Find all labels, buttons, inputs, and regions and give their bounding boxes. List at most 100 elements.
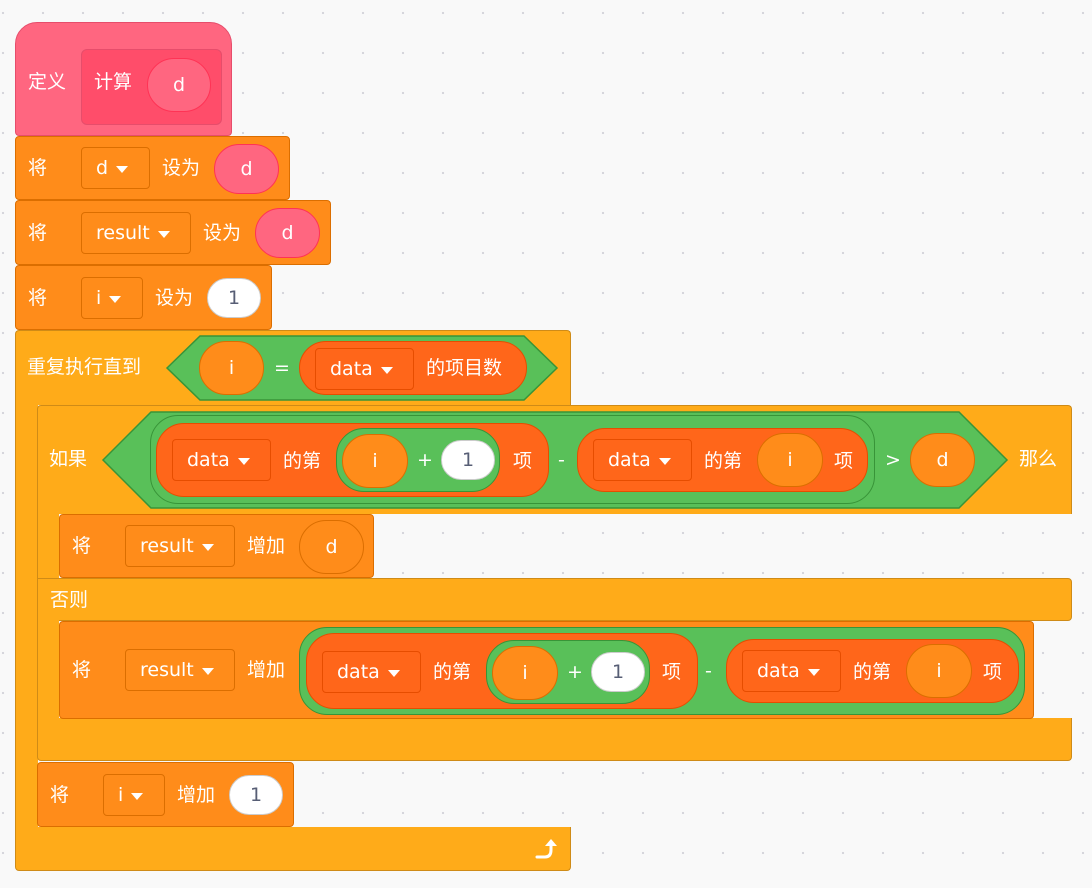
caret-down-icon: [237, 457, 250, 465]
define-label: 定义: [28, 71, 67, 93]
then-label: 那么: [1019, 448, 1058, 470]
variable-dropdown[interactable]: d: [81, 147, 150, 189]
number-input[interactable]: 1: [591, 652, 645, 692]
variable-i[interactable]: i: [199, 341, 264, 395]
change-prefix: 将: [72, 659, 92, 681]
list-dropdown[interactable]: data: [593, 439, 692, 481]
variable-name: i: [118, 784, 124, 806]
param-d[interactable]: d: [147, 58, 211, 112]
add-reporter[interactable]: i + 1: [336, 428, 500, 492]
change-action: 增加: [247, 659, 286, 681]
item-label: 项: [983, 661, 1003, 683]
greater-than-operator: >: [885, 449, 901, 471]
change-prefix: 将: [72, 535, 92, 557]
repeat-arm: [15, 404, 38, 828]
item-label: 项: [662, 661, 682, 683]
set-prefix: 将: [28, 287, 48, 309]
plus-operator: +: [417, 449, 433, 471]
variable-name: result: [140, 535, 194, 557]
change-prefix: 将: [50, 784, 70, 806]
variable-name: result: [140, 659, 194, 681]
minus-operator: -: [558, 449, 565, 471]
item-of-list-reporter[interactable]: data 的第 i 项: [577, 428, 868, 492]
variable-name: i: [96, 287, 102, 309]
set-variable-block[interactable]: 将 result 设为 d: [15, 200, 331, 265]
repeat-bottom: [15, 827, 571, 871]
caret-down-icon: [131, 792, 144, 800]
if-arm-upper: [37, 513, 59, 578]
item-label: 项: [834, 450, 854, 472]
variable-i[interactable]: i: [492, 646, 558, 700]
variable-i[interactable]: i: [906, 644, 972, 698]
caret-down-icon: [109, 295, 122, 303]
else-label: 否则: [50, 589, 89, 611]
value-param-d[interactable]: d: [214, 144, 279, 194]
caret-down-icon: [116, 165, 129, 173]
variable-d[interactable]: d: [299, 520, 364, 574]
equals-operator: =: [274, 357, 290, 379]
variable-dropdown[interactable]: result: [125, 649, 235, 691]
else-section: 否则: [37, 578, 1072, 621]
variable-name: d: [96, 157, 109, 179]
item-of-label: 的第: [853, 661, 892, 683]
change-variable-block[interactable]: 将 i 增加 1: [37, 762, 294, 827]
caret-down-icon: [201, 543, 214, 551]
variable-name: result: [96, 222, 150, 244]
item-of-list-reporter[interactable]: data 的第 i + 1 项: [156, 423, 549, 497]
variable-dropdown[interactable]: result: [81, 212, 191, 254]
change-variable-block[interactable]: 将 result 增加 d: [59, 514, 374, 578]
item-of-list-reporter[interactable]: data 的第 i 项: [726, 639, 1019, 703]
caret-down-icon: [201, 667, 214, 675]
variable-i[interactable]: i: [757, 433, 823, 487]
set-action: 设为: [155, 287, 194, 309]
plus-operator: +: [567, 661, 583, 683]
variable-dropdown[interactable]: result: [125, 525, 235, 567]
list-name: data: [608, 449, 651, 471]
variable-dropdown[interactable]: i: [81, 277, 143, 319]
change-variable-block[interactable]: 将 result 增加 data 的第 i + 1 项 - data 的第 i …: [59, 621, 1034, 719]
list-dropdown[interactable]: data: [742, 650, 841, 692]
repeat-label: 重复执行直到: [27, 356, 142, 378]
list-length-reporter[interactable]: data 的项目数: [299, 341, 527, 395]
change-action: 增加: [247, 535, 286, 557]
set-action: 设为: [162, 157, 201, 179]
set-variable-block[interactable]: 将 d 设为 d: [15, 136, 290, 200]
set-variable-block[interactable]: 将 i 设为 1: [15, 265, 272, 330]
variable-dropdown[interactable]: i: [103, 774, 165, 816]
set-action: 设为: [203, 222, 242, 244]
item-of-list-reporter[interactable]: data 的第 i + 1 项: [306, 633, 698, 709]
list-dropdown[interactable]: data: [322, 651, 421, 693]
caret-down-icon: [157, 230, 170, 238]
caret-down-icon: [387, 669, 400, 677]
caret-down-icon: [380, 366, 393, 374]
custom-block-prototype[interactable]: 计算 d: [81, 49, 222, 125]
custom-block-name: 计算: [94, 71, 133, 93]
add-reporter[interactable]: i + 1: [486, 640, 650, 704]
set-prefix: 将: [28, 157, 48, 179]
if-arm-lower: [37, 620, 59, 719]
set-prefix: 将: [28, 222, 48, 244]
value-param-d[interactable]: d: [255, 208, 320, 258]
item-of-label: 的第: [433, 661, 472, 683]
value-input[interactable]: 1: [229, 775, 283, 815]
item-label: 项: [513, 450, 533, 472]
variable-d[interactable]: d: [910, 433, 975, 487]
define-block[interactable]: 定义 计算 d: [15, 22, 232, 136]
list-dropdown[interactable]: data: [172, 439, 271, 481]
minus-operator: -: [705, 660, 712, 682]
number-input[interactable]: 1: [441, 440, 495, 480]
item-of-label: 的第: [283, 450, 322, 472]
list-length-label: 的项目数: [426, 357, 503, 379]
list-name: data: [337, 661, 380, 683]
list-name: data: [330, 358, 373, 380]
caret-down-icon: [807, 668, 820, 676]
item-of-label: 的第: [704, 450, 743, 472]
loop-arrow-icon: [535, 839, 557, 859]
change-action: 增加: [177, 784, 216, 806]
list-name: data: [757, 660, 800, 682]
value-input[interactable]: 1: [207, 278, 261, 318]
list-dropdown[interactable]: data: [315, 348, 414, 390]
caret-down-icon: [658, 457, 671, 465]
if-bottom: [37, 718, 1072, 761]
variable-i[interactable]: i: [342, 434, 408, 488]
